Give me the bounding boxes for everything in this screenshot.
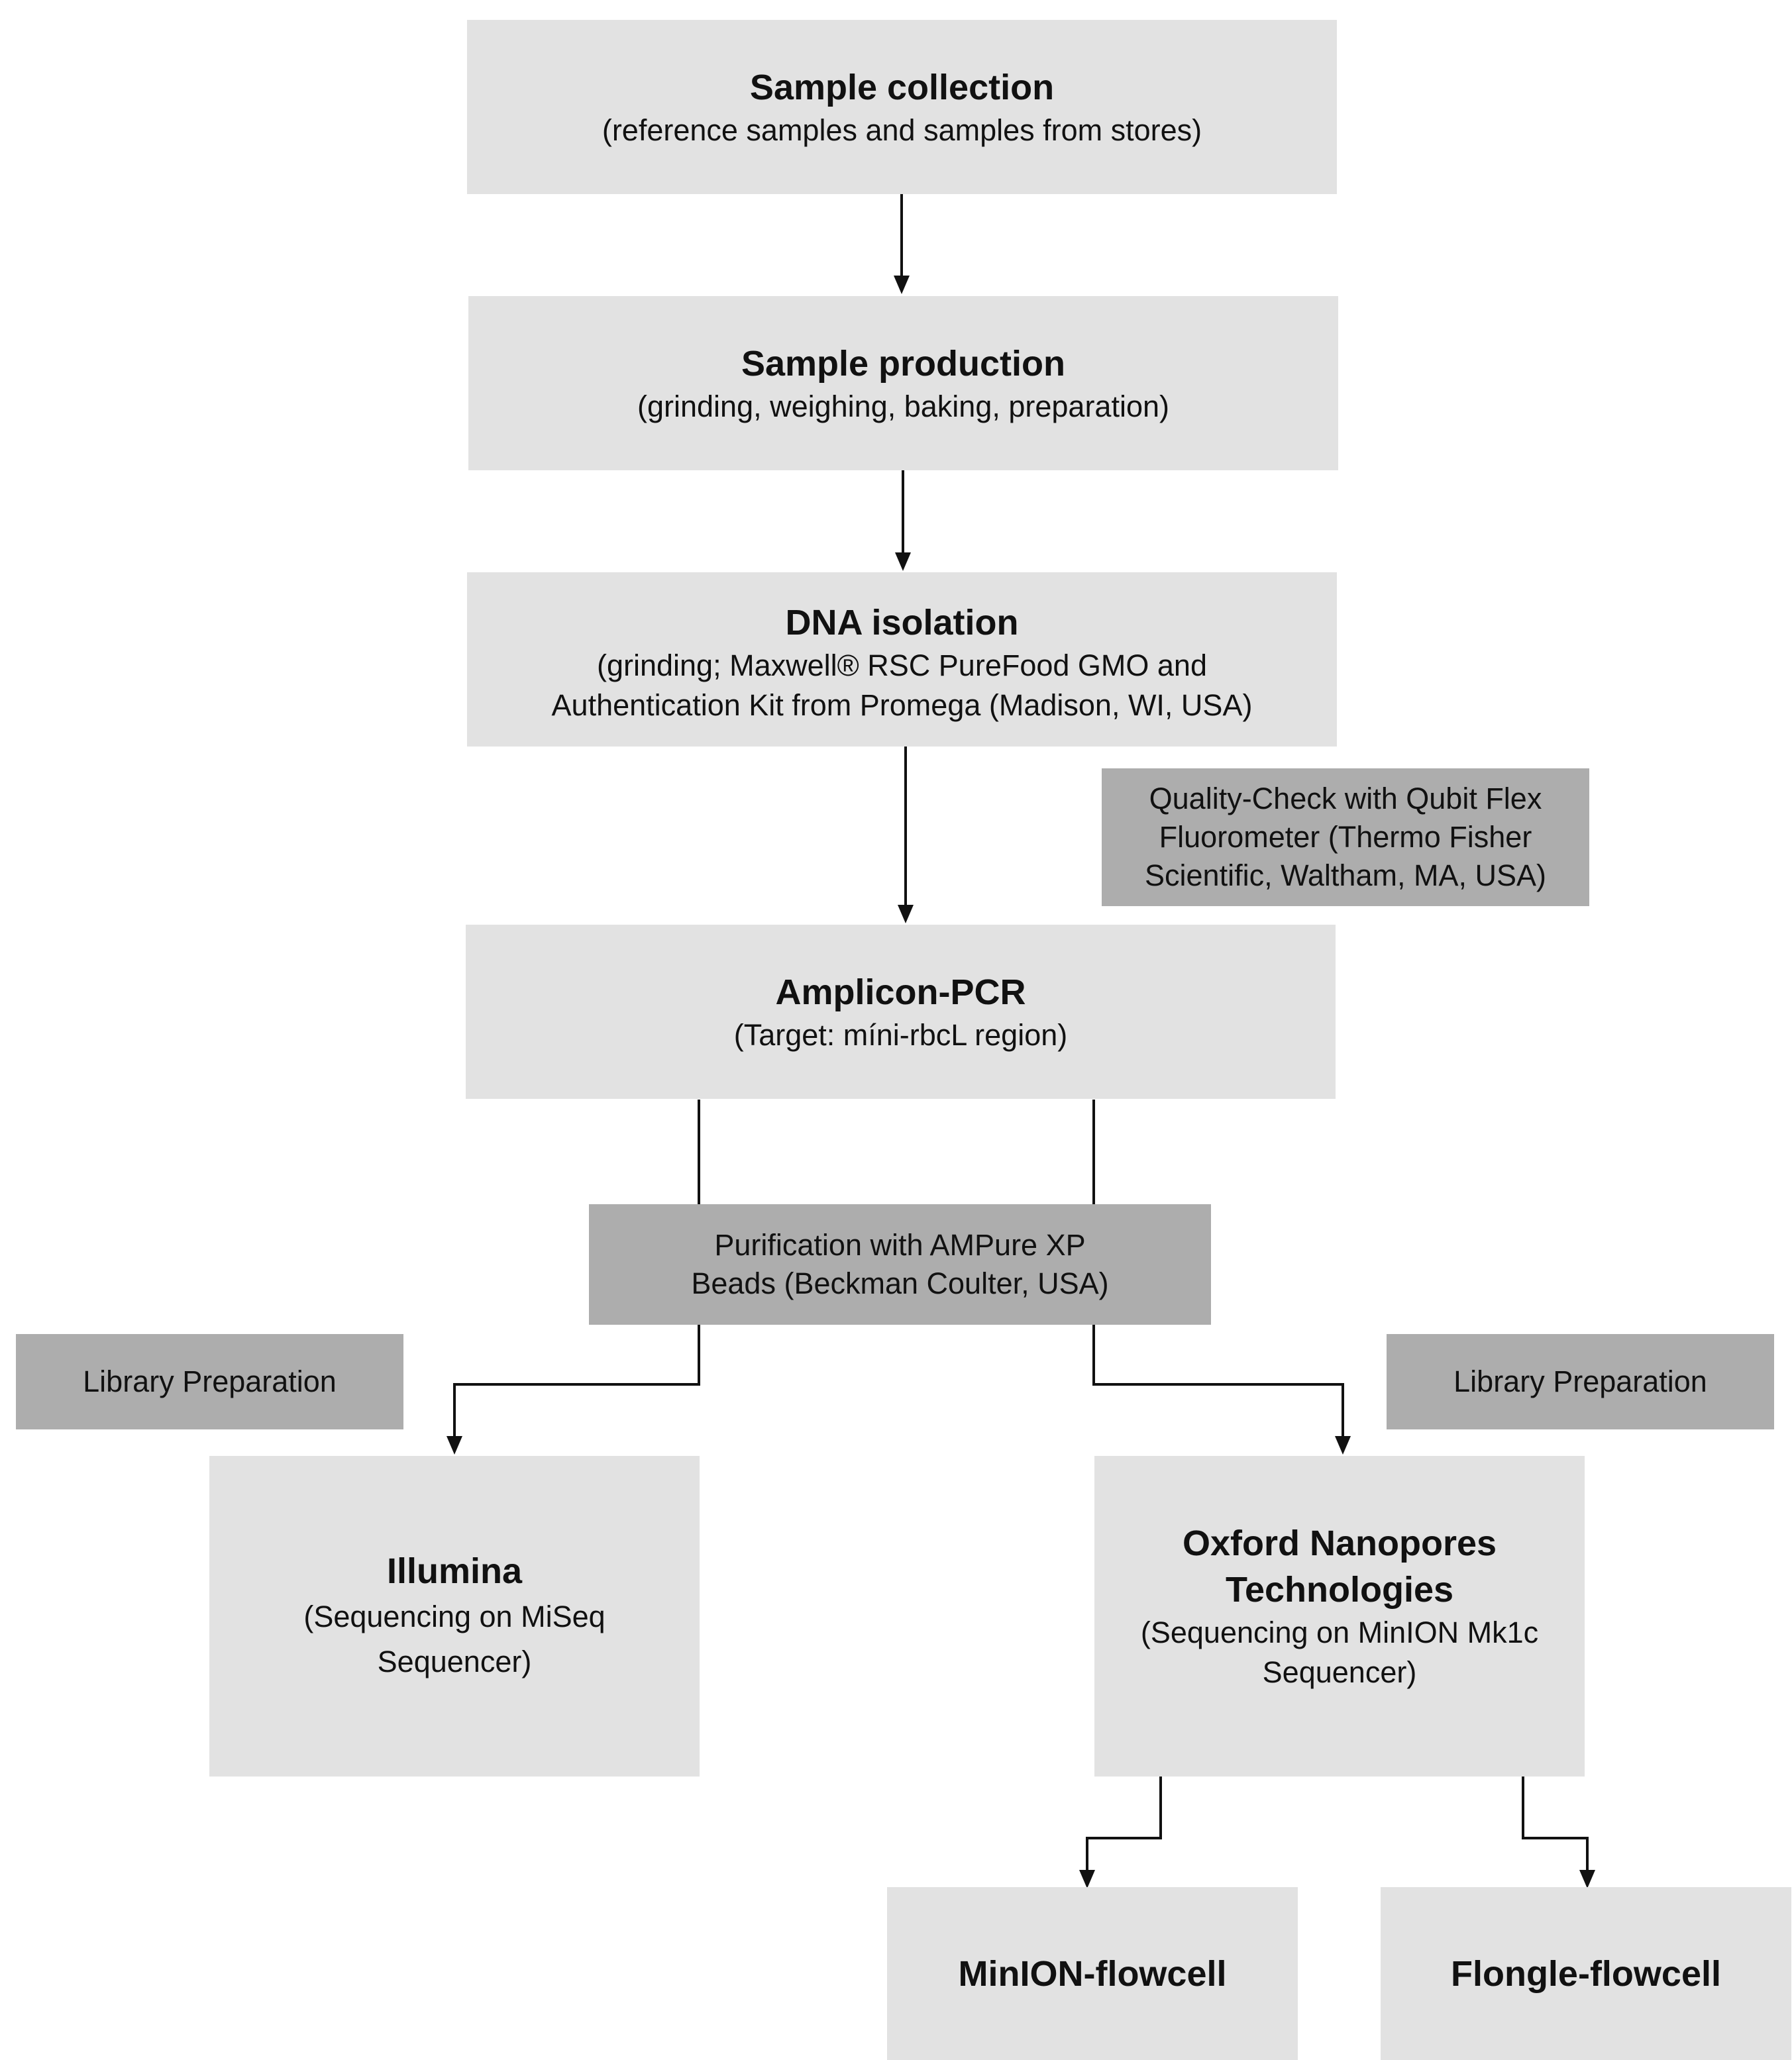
arrow-purification-to-illumina <box>453 1325 700 1444</box>
amplicon-pcr-subtitle: (Target: míni-rbcL region) <box>733 1017 1068 1052</box>
illumina-line1: (Sequencing on MiSeq <box>303 1600 606 1633</box>
flongle-flowcell-box: Flongle-flowcell <box>1381 1887 1791 2060</box>
sample-collection-subtitle: (reference samples and samples from stor… <box>602 113 1202 147</box>
dna-isolation-line2: Authentication Kit from Promega (Madison… <box>551 688 1253 722</box>
amplicon-pcr-box: Amplicon-PCR (Target: míni-rbcL region) <box>466 925 1336 1099</box>
library-preparation-left-label: Library Preparation <box>83 1365 337 1398</box>
arrow-purification-to-ont <box>1092 1325 1344 1444</box>
arrow-ont-to-minion <box>1086 1777 1162 1877</box>
amplicon-pcr-title: Amplicon-PCR <box>775 972 1026 1012</box>
dna-isolation-title: DNA isolation <box>785 602 1019 643</box>
ont-box: Oxford Nanopores Technologies (Sequencin… <box>1094 1456 1585 1777</box>
ont-title-line2: Technologies <box>1225 1570 1454 1610</box>
ont-line2: Sequencer) <box>1262 1655 1417 1689</box>
quality-check-line2: Fluorometer (Thermo Fisher <box>1159 820 1532 854</box>
quality-check-line3: Scientific, Waltham, MA, USA) <box>1145 858 1546 892</box>
arrow-ont-to-flongle <box>1522 1777 1589 1877</box>
arrowhead-flongle <box>1579 1870 1595 1888</box>
minion-flowcell-title: MinION-flowcell <box>958 1953 1227 1994</box>
flongle-flowcell-title: Flongle-flowcell <box>1450 1953 1721 1994</box>
dna-isolation-box: DNA isolation (grinding; Maxwell® RSC Pu… <box>467 572 1337 747</box>
illumina-box: Illumina (Sequencing on MiSeq Sequencer) <box>209 1456 700 1777</box>
sample-production-title: Sample production <box>741 343 1066 384</box>
arrowhead-ont <box>1335 1436 1351 1455</box>
arrowhead-minion <box>1079 1870 1095 1888</box>
purification-line2: Beads (Beckman Coulter, USA) <box>691 1266 1109 1300</box>
library-preparation-right-box: Library Preparation <box>1387 1334 1774 1429</box>
sample-collection-box: Sample collection (reference samples and… <box>467 20 1337 194</box>
library-preparation-left-box: Library Preparation <box>16 1334 403 1429</box>
purification-line1: Purification with AMPure XP <box>714 1228 1086 1262</box>
illumina-line2: Sequencer) <box>377 1645 532 1678</box>
purification-box: Purification with AMPure XP Beads (Beckm… <box>589 1204 1211 1325</box>
sample-collection-title: Sample collection <box>749 67 1055 107</box>
illumina-title: Illumina <box>386 1551 523 1591</box>
sample-production-box: Sample production (grinding, weighing, b… <box>468 296 1338 470</box>
arrowhead-production <box>894 276 910 294</box>
ont-line1: (Sequencing on MinION Mk1c <box>1140 1616 1539 1649</box>
sample-production-subtitle: (grinding, weighing, baking, preparation… <box>637 389 1169 423</box>
quality-check-box: Quality-Check with Qubit Flex Fluoromete… <box>1102 768 1589 906</box>
arrowhead-pcr <box>898 905 914 923</box>
ont-title-line1: Oxford Nanopores <box>1182 1523 1497 1563</box>
minion-flowcell-box: MinION-flowcell <box>887 1887 1298 2060</box>
dna-isolation-line1: (grinding; Maxwell® RSC PureFood GMO and <box>596 648 1207 682</box>
arrowhead-illumina <box>447 1436 462 1455</box>
library-preparation-right-label: Library Preparation <box>1453 1365 1707 1398</box>
arrowhead-dna <box>895 552 911 571</box>
quality-check-line1: Quality-Check with Qubit Flex <box>1149 782 1542 815</box>
